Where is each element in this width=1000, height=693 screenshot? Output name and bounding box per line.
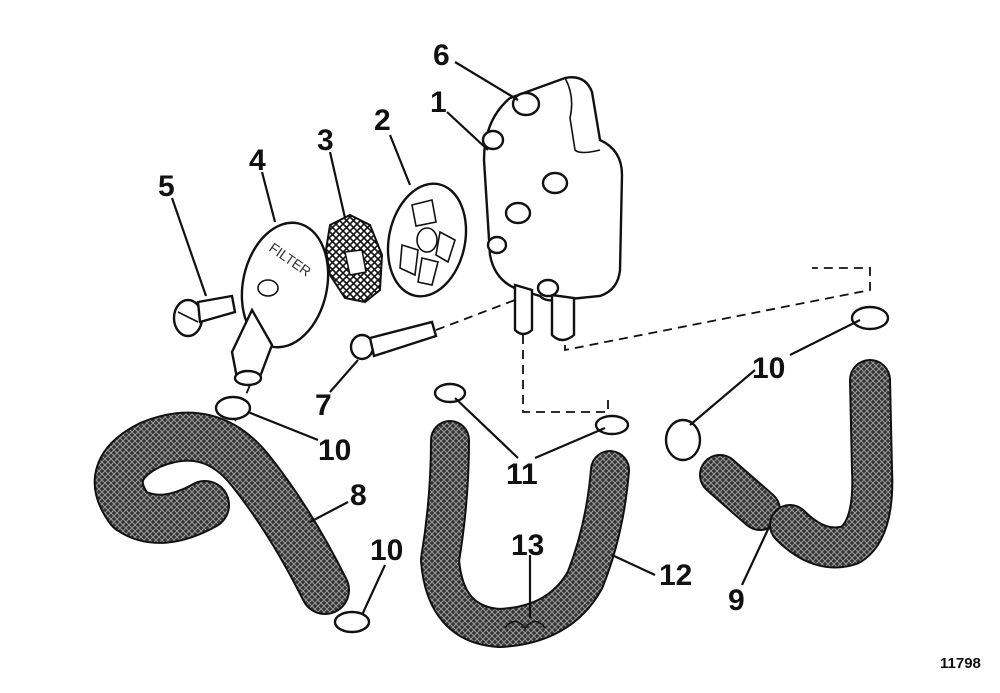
cover-screw [172, 294, 237, 338]
callout-6: 6 [433, 39, 450, 72]
pump-bolt [349, 320, 438, 361]
hose-clamps [214, 305, 890, 634]
filter-screen [324, 213, 384, 304]
callout-11: 11 [506, 458, 538, 491]
fuel-pump-body [481, 76, 624, 342]
leader-lines [170, 61, 861, 618]
hose-8 [93, 411, 350, 615]
callout-2: 2 [374, 104, 391, 137]
hose-12 [420, 420, 630, 648]
figure-number: 11798 [940, 655, 981, 672]
filter-plate [386, 182, 468, 298]
callout-5: 5 [158, 170, 175, 203]
callout-10-right: 10 [752, 352, 785, 385]
callout-3: 3 [317, 124, 334, 157]
filter-cover: FILTER [230, 221, 330, 387]
callout-10-bottom: 10 [370, 534, 403, 567]
hose-9 [699, 359, 894, 569]
callout-8: 8 [350, 479, 367, 512]
callout-9: 9 [728, 584, 745, 617]
callout-10-left: 10 [318, 434, 351, 467]
callout-12: 12 [659, 559, 692, 592]
callout-1: 1 [430, 86, 447, 119]
callout-13: 13 [511, 529, 544, 562]
callout-7: 7 [315, 389, 332, 422]
callout-4: 4 [249, 144, 266, 177]
